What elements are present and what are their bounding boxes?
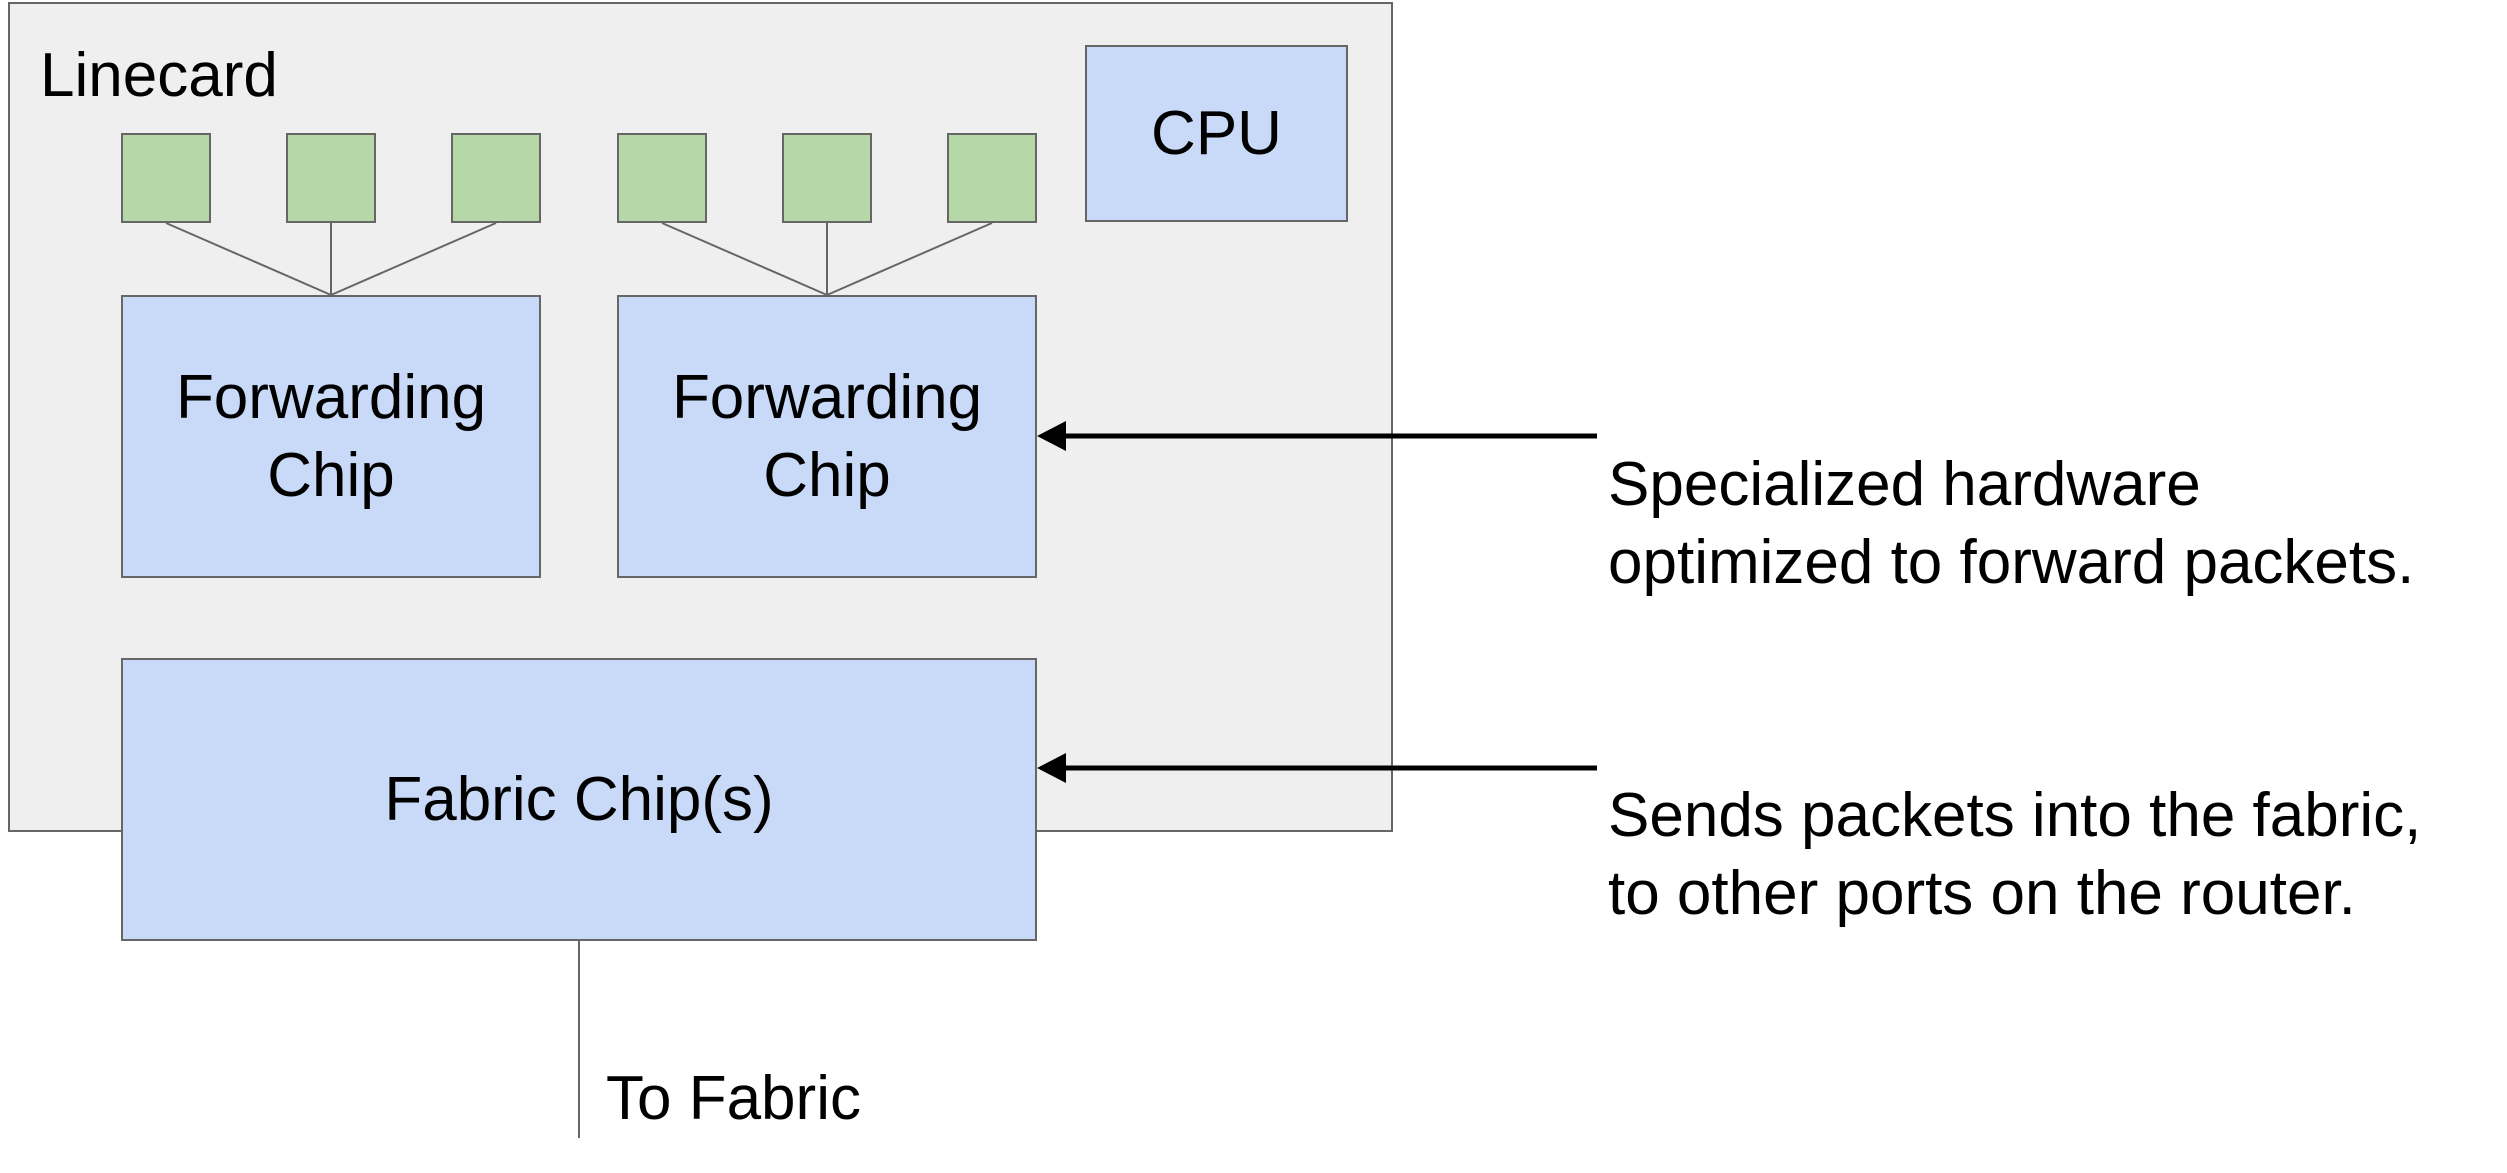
annotation-line: to other ports on the router. bbox=[1608, 859, 2356, 928]
annotation-line: Specialized hardware bbox=[1608, 450, 2201, 519]
port bbox=[451, 133, 541, 223]
to-fabric-label: To Fabric bbox=[606, 1064, 861, 1133]
forwarding-chip-label: Forwarding bbox=[175, 362, 487, 432]
annotation-fabric: Sends packets into the fabric, to other … bbox=[1608, 777, 2421, 933]
port-link bbox=[165, 222, 332, 296]
port bbox=[121, 133, 211, 223]
fabric-chip: Fabric Chip(s) bbox=[121, 658, 1037, 941]
forwarding-chip-label: Chip bbox=[267, 440, 395, 510]
port bbox=[617, 133, 707, 223]
port-link bbox=[826, 222, 993, 296]
annotation-forwarding: Specialized hardware optimized to forwar… bbox=[1608, 446, 2414, 602]
forwarding-chip: Forwarding Chip bbox=[121, 295, 541, 578]
cpu-label: CPU bbox=[1151, 99, 1282, 168]
annotation-line: optimized to forward packets. bbox=[1608, 528, 2415, 597]
port bbox=[947, 133, 1037, 223]
cpu-box: CPU bbox=[1085, 45, 1348, 222]
port-link bbox=[330, 222, 497, 296]
linecard-title: Linecard bbox=[40, 41, 278, 110]
port-link bbox=[661, 222, 828, 296]
forwarding-chip: Forwarding Chip bbox=[617, 295, 1037, 578]
arrow-head-icon bbox=[1037, 753, 1066, 783]
annotation-line: Sends packets into the fabric, bbox=[1608, 781, 2422, 850]
arrow-head-icon bbox=[1037, 421, 1066, 451]
port bbox=[286, 133, 376, 223]
forwarding-chip-label: Forwarding bbox=[671, 362, 983, 432]
port bbox=[782, 133, 872, 223]
fabric-chip-label: Fabric Chip(s) bbox=[384, 765, 774, 834]
forwarding-chip-label: Chip bbox=[763, 440, 891, 510]
